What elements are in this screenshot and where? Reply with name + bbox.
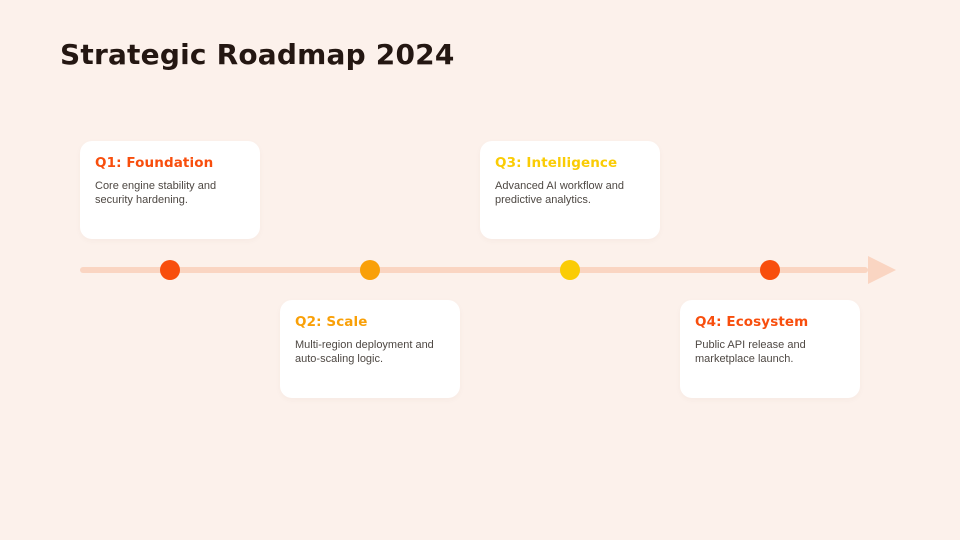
milestone-card-q3: Q3: Intelligence Advanced AI workflow an… [480,141,660,239]
milestone-title-q2: Q2: Scale [295,314,368,330]
milestone-title-q3: Q3: Intelligence [495,155,618,171]
milestone-card-q4: Q4: Ecosystem Public API release and mar… [680,300,860,398]
milestone-title-q4: Q4: Ecosystem [695,314,809,330]
page-title: Strategic Roadmap 2024 [60,38,455,71]
milestone-title-q1: Q1: Foundation [95,155,214,171]
milestone-card-q1: Q1: Foundation Core engine stability and… [80,141,260,239]
milestone-description-q4: Public API release and marketplace launc… [695,339,806,365]
milestone-description-q1: Core engine stability and security harde… [95,180,217,206]
milestone-card-q2: Q2: Scale Multi-region deployment and au… [280,300,460,398]
milestone-dot-q3 [560,260,580,280]
milestone-dot-q4 [760,260,780,280]
milestone-description-q2: Multi-region deployment and auto-scaling… [295,339,434,365]
milestone-dot-q2 [360,260,380,280]
milestone-dot-q1 [160,260,180,280]
timeline-line [80,267,868,273]
milestone-description-q3: Advanced AI workflow and predictive anal… [495,180,625,206]
arrow-right-icon [868,256,896,284]
